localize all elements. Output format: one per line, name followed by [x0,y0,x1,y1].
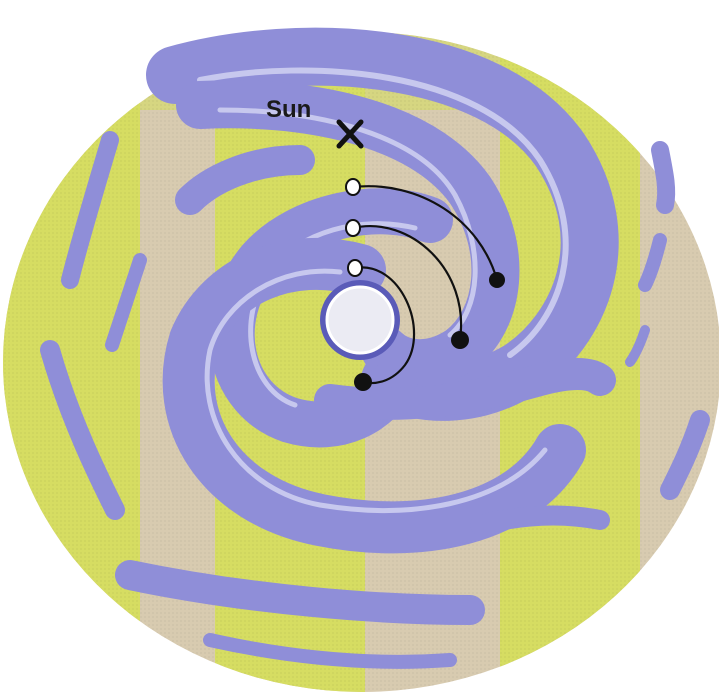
end-marker-outer [489,272,505,288]
start-marker-middle [346,220,360,236]
arm-fragment [480,515,600,525]
start-marker-outer [346,179,360,195]
start-marker-inner [348,260,362,276]
end-marker-inner [354,373,372,391]
arm-fragment [660,150,666,205]
sun-label: Sun [266,96,311,123]
galactic-bulge [320,280,400,360]
end-marker-middle [451,331,469,349]
